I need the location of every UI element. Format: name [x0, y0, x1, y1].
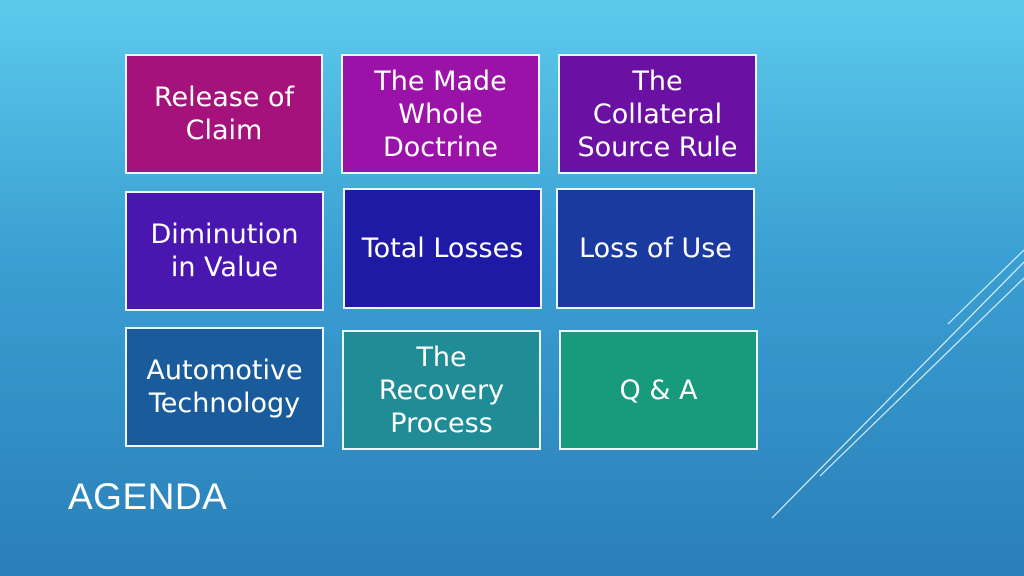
tile-q-and-a[interactable]: Q & A: [559, 330, 758, 450]
tile-loss-of-use[interactable]: Loss of Use: [556, 188, 755, 309]
tile-recovery-process[interactable]: The Recovery Process: [342, 330, 541, 450]
tile-automotive-technology[interactable]: Automotive Technology: [125, 327, 324, 447]
tile-label: Diminution in Value: [150, 219, 299, 283]
tile-diminution-in-value[interactable]: Diminution in Value: [125, 191, 324, 311]
tile-label: Release of Claim: [153, 82, 295, 146]
tile-made-whole-doctrine[interactable]: The Made Whole Doctrine: [341, 54, 540, 174]
tile-label: Q & A: [619, 374, 698, 406]
tile-label: The Collateral Source Rule: [577, 65, 738, 163]
tile-label: Loss of Use: [579, 233, 732, 264]
tile-label: Total Losses: [361, 233, 524, 264]
tile-collateral-source-rule[interactable]: The Collateral Source Rule: [558, 54, 757, 174]
tile-release-of-claim[interactable]: Release of Claim: [125, 54, 323, 174]
tile-label: The Made Whole Doctrine: [374, 65, 507, 163]
tile-label: Automotive Technology: [146, 355, 303, 419]
tile-total-losses[interactable]: Total Losses: [343, 188, 542, 309]
tile-label: The Recovery Process: [378, 341, 505, 439]
slide-title: AGENDA: [68, 476, 228, 517]
